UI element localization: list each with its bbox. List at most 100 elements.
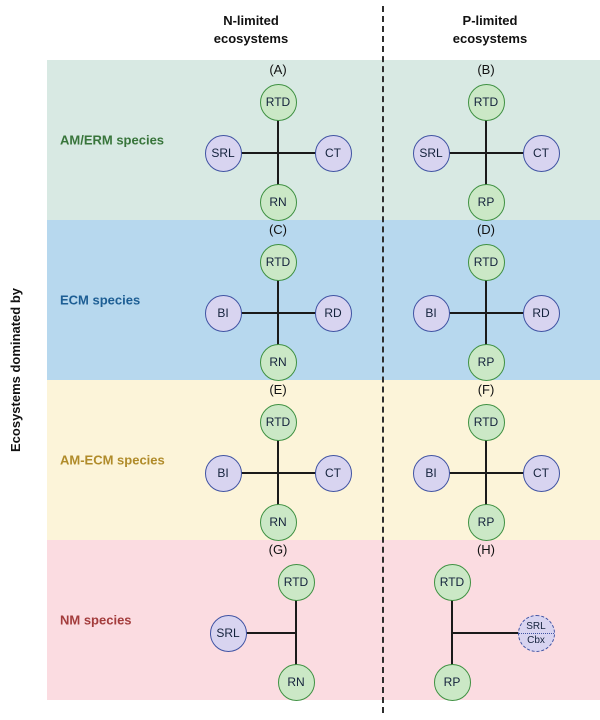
panel-g: (G) RTD SRL RN	[178, 540, 378, 701]
node-label: RD	[324, 306, 342, 320]
node-label: RTD	[473, 255, 499, 269]
node-rp: RP	[467, 183, 505, 221]
column-divider-dashed-line	[382, 6, 384, 713]
node-label: BI	[217, 466, 229, 480]
node-divider-dotted-line	[518, 632, 554, 634]
row-label-am-ecm: AM-ECM species	[60, 452, 165, 468]
panel-a: (A) RTD SRL CT RN	[178, 60, 378, 221]
node-label: RTD	[473, 95, 499, 109]
node-ct: CT	[314, 134, 352, 172]
node-label: RP	[477, 515, 495, 529]
node-label: SRL	[216, 626, 240, 640]
node-rp: RP	[433, 663, 471, 701]
node-label: Cbx	[527, 634, 545, 646]
node-label: BI	[425, 466, 437, 480]
panel-f-label: (F)	[477, 382, 495, 397]
node-label: RP	[477, 355, 495, 369]
node-label: SRL	[526, 620, 546, 632]
node-rn: RN	[259, 343, 297, 381]
node-rp: RP	[467, 343, 505, 381]
node-label: RN	[287, 675, 305, 689]
row-am-ecm: AM-ECM species (E) RTD BI CT RN (F) RTD …	[47, 380, 600, 541]
row-label-ecm: ECM species	[60, 292, 141, 308]
node-rtd: RTD	[259, 243, 297, 281]
panel-c-label: (C)	[268, 222, 288, 237]
panel-b: (B) RTD SRL CT RP	[386, 60, 586, 221]
node-rtd: RTD	[467, 243, 505, 281]
horizontal-connector-line	[228, 632, 296, 634]
panel-h-label: (H)	[476, 542, 496, 557]
column-header-n-limited: N-limited ecosystems	[213, 13, 289, 46]
horizontal-connector-line	[223, 152, 333, 154]
node-rp: RP	[467, 503, 505, 541]
node-bi: BI	[412, 294, 450, 332]
node-bi: BI	[204, 294, 242, 332]
row-ecm: ECM species (C) RTD BI RD RN (D) RTD BI …	[47, 220, 600, 381]
horizontal-connector-line	[223, 472, 333, 474]
panel-d-label: (D)	[476, 222, 496, 237]
vertical-connector-line	[295, 582, 297, 682]
node-label: RTD	[439, 575, 465, 589]
horizontal-connector-line	[431, 472, 541, 474]
horizontal-connector-line	[431, 152, 541, 154]
node-rd: RD	[314, 294, 352, 332]
panel-e: (E) RTD BI CT RN	[178, 380, 378, 541]
column-header-p-limited: P-limited ecosystems	[452, 13, 528, 46]
node-srl: SRL	[204, 134, 242, 172]
panel-d: (D) RTD BI RD RP	[386, 220, 586, 381]
side-axis-label: Ecosystems dominated by	[8, 288, 23, 452]
panel-b-label: (B)	[477, 62, 495, 77]
node-label: BI	[425, 306, 437, 320]
node-rtd: RTD	[259, 403, 297, 441]
node-label: RN	[269, 355, 287, 369]
node-ct: CT	[522, 134, 560, 172]
node-label: RP	[443, 675, 461, 689]
node-label: BI	[217, 306, 229, 320]
horizontal-connector-line	[223, 312, 333, 314]
panel-a-label: (A)	[269, 62, 287, 77]
node-rd: RD	[522, 294, 560, 332]
node-label: CT	[325, 466, 341, 480]
node-label: SRL	[211, 146, 235, 160]
row-label-am-erm: AM/ERM species	[60, 132, 165, 148]
node-srl: SRL	[209, 614, 247, 652]
node-label: CT	[533, 466, 549, 480]
node-ct: CT	[314, 454, 352, 492]
node-label: RN	[269, 195, 287, 209]
rows-container: AM/ERM species (A) RTD SRL CT RN (B) RTD…	[47, 60, 600, 701]
node-label: RTD	[265, 255, 291, 269]
node-label: CT	[533, 146, 549, 160]
node-rtd: RTD	[259, 83, 297, 121]
panel-g-label: (G)	[268, 542, 288, 557]
row-label-nm: NM species	[60, 612, 132, 628]
horizontal-connector-line	[452, 632, 536, 634]
node-label: RD	[532, 306, 550, 320]
node-label: RTD	[283, 575, 309, 589]
node-bi: BI	[412, 454, 450, 492]
node-label: SRL	[419, 146, 443, 160]
horizontal-connector-line	[431, 312, 541, 314]
node-rtd: RTD	[277, 563, 315, 601]
node-rtd: RTD	[433, 563, 471, 601]
node-rtd: RTD	[467, 403, 505, 441]
node-srl: SRL	[412, 134, 450, 172]
node-label: CT	[325, 146, 341, 160]
node-label: RTD	[473, 415, 499, 429]
node-ct: CT	[522, 454, 560, 492]
panel-c: (C) RTD BI RD RN	[178, 220, 378, 381]
panel-e-label: (E)	[269, 382, 287, 397]
node-rn: RN	[259, 183, 297, 221]
node-rn: RN	[259, 503, 297, 541]
node-label: RN	[269, 515, 287, 529]
panel-f: (F) RTD BI CT RP	[386, 380, 586, 541]
panel-h: (H) RTD SRL Cbx RP	[386, 540, 586, 701]
node-label: RP	[477, 195, 495, 209]
node-srl-cbx: SRL Cbx	[517, 614, 555, 652]
node-label: RTD	[265, 95, 291, 109]
node-bi: BI	[204, 454, 242, 492]
node-rtd: RTD	[467, 83, 505, 121]
node-label: RTD	[265, 415, 291, 429]
row-nm: NM species (G) RTD SRL RN (H) RTD SRL Cb…	[47, 540, 600, 701]
node-rn: RN	[277, 663, 315, 701]
